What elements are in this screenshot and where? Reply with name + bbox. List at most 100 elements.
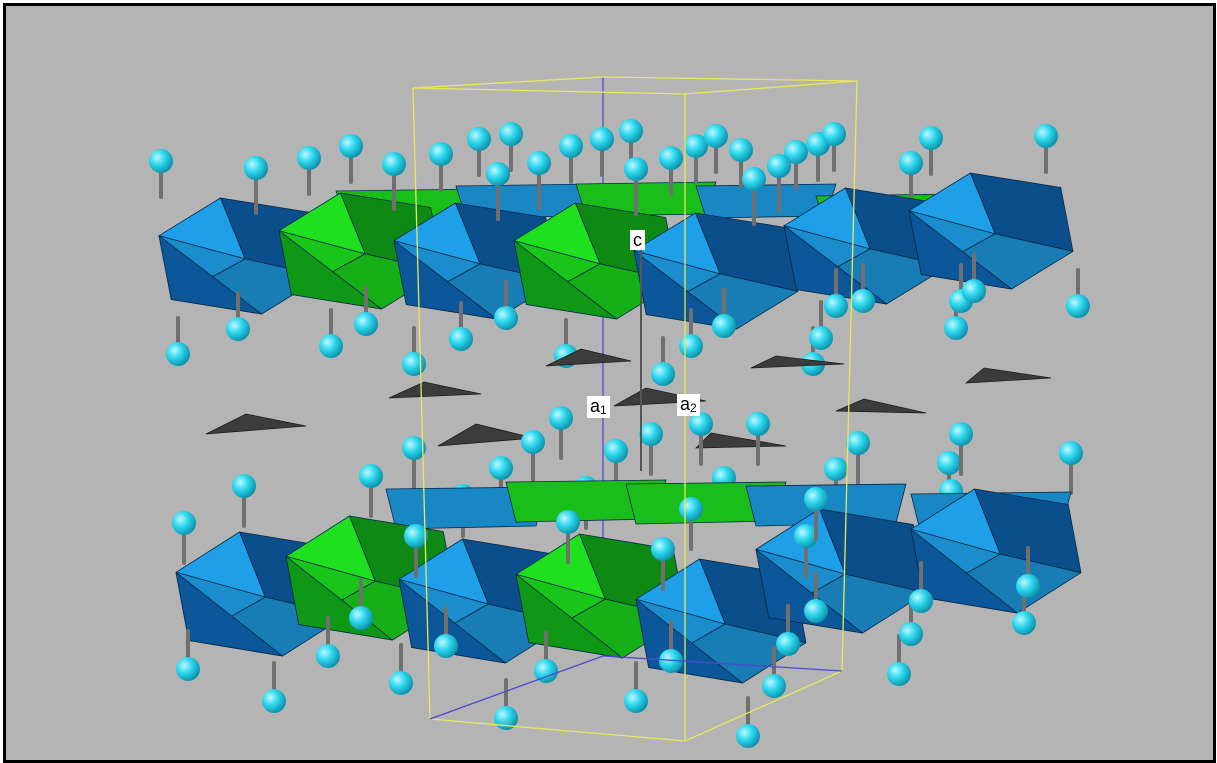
hydroxyl-sphere	[804, 487, 828, 511]
hydroxyl-sphere	[166, 342, 190, 366]
hydroxyl-sphere	[822, 122, 846, 146]
anion-triangle	[835, 398, 927, 414]
hydroxyl-sphere	[809, 326, 833, 350]
hydroxyl-sphere	[467, 127, 491, 151]
hydroxyl-sphere	[909, 589, 933, 613]
anion-triangle	[964, 367, 1052, 384]
hydroxyl-sphere	[339, 134, 363, 158]
hydroxyl-sphere	[736, 724, 760, 748]
hydroxyl-sphere	[949, 422, 973, 446]
hydroxyl-sphere	[486, 162, 510, 186]
hydroxyl-sphere	[679, 497, 703, 521]
hydroxyl-sphere	[746, 412, 770, 436]
hydroxyl-sphere	[521, 430, 545, 454]
hydroxyl-sphere	[944, 316, 968, 340]
hydroxyl-sphere	[651, 537, 675, 561]
hydroxyl-sphere	[659, 649, 683, 673]
hydroxyl-sphere	[429, 142, 453, 166]
hydroxyl-sphere	[679, 334, 703, 358]
hydroxyl-sphere	[846, 431, 870, 455]
hydroxyl-sphere	[262, 689, 286, 713]
hydroxyl-sphere	[824, 457, 848, 481]
hydroxyl-sphere	[1059, 441, 1083, 465]
hydroxyl-sphere	[494, 306, 518, 330]
hydroxyl-sphere	[534, 659, 558, 683]
anion-triangle	[205, 413, 307, 435]
hydroxyl-sphere	[767, 154, 791, 178]
hydroxyl-sphere	[434, 634, 458, 658]
hydroxyl-sphere	[659, 146, 683, 170]
hydroxyl-sphere	[527, 151, 551, 175]
hydroxyl-sphere	[937, 451, 961, 475]
hydroxyl-sphere	[624, 157, 648, 181]
octahedron	[278, 192, 444, 310]
hydroxyl-sphere	[762, 674, 786, 698]
hydroxyl-sphere	[149, 149, 173, 173]
hydroxyl-sphere	[919, 126, 943, 150]
hydroxyl-sphere	[244, 156, 268, 180]
anion-triangle	[437, 423, 535, 447]
hydroxyl-sphere	[354, 312, 378, 336]
hydroxyl-sphere	[590, 127, 614, 151]
hydroxyl-sphere	[359, 464, 383, 488]
hydroxyl-sphere	[1066, 294, 1090, 318]
hydroxyl-sphere	[389, 671, 413, 695]
axis-label-c: c	[630, 230, 645, 250]
hydroxyl-sphere	[404, 524, 428, 548]
hydroxyl-sphere	[232, 474, 256, 498]
hydroxyl-sphere	[319, 334, 343, 358]
hydroxyl-sphere	[297, 146, 321, 170]
hydroxyl-sphere	[742, 167, 766, 191]
hydroxyl-sphere	[449, 327, 473, 351]
hydroxyl-sphere	[689, 412, 713, 436]
hydroxyl-sphere	[556, 510, 580, 534]
crystal-axes-bottom	[429, 655, 843, 720]
hydroxyl-sphere	[619, 119, 643, 143]
hydroxyl-sphere	[604, 439, 628, 463]
hydroxyl-sphere	[776, 632, 800, 656]
hydroxyl-sphere	[226, 317, 250, 341]
hydroxyl-sphere	[549, 406, 573, 430]
axis-label-a2: a2	[677, 394, 700, 416]
hydroxyl-sphere	[489, 456, 513, 480]
hydroxyl-sphere	[899, 622, 923, 646]
hydroxyl-sphere	[494, 706, 518, 730]
hydroxyl-sphere	[1034, 124, 1058, 148]
hydroxyl-sphere	[349, 606, 373, 630]
hydroxyl-sphere	[712, 314, 736, 338]
hydroxyl-sphere	[1012, 611, 1036, 635]
anion-triangle	[545, 348, 632, 367]
hydroxyl-sphere	[559, 134, 583, 158]
hydroxyl-sphere	[824, 294, 848, 318]
hydroxyl-sphere	[784, 140, 808, 164]
crystal-structure-diagram	[149, 76, 1090, 748]
structure-view: c a1 a2	[3, 3, 1216, 763]
hydroxyl-sphere	[172, 511, 196, 535]
anion-triangle	[695, 432, 787, 449]
hydroxyl-sphere	[851, 289, 875, 313]
hydroxyl-sphere	[651, 362, 675, 386]
interlayer-anion-groups	[205, 348, 1052, 449]
octahedron	[393, 202, 559, 320]
hydroxyl-sphere	[402, 436, 426, 460]
unit-cell-front	[412, 80, 858, 742]
hydroxyl-sphere	[499, 122, 523, 146]
octahedron	[908, 172, 1074, 290]
hydroxyl-sphere	[624, 689, 648, 713]
octahedron	[910, 488, 1082, 614]
hydroxyl-sphere	[794, 524, 818, 548]
hydroxyl-sphere	[729, 138, 753, 162]
hydroxyl-sphere	[704, 124, 728, 148]
anion-triangle	[750, 355, 845, 369]
octahedron	[755, 508, 927, 634]
hydroxyl-sphere	[176, 657, 200, 681]
upper-octahedral-layer	[149, 119, 1090, 386]
hydroxyl-sphere	[684, 134, 708, 158]
octahedron-back	[385, 486, 547, 530]
anion-triangle	[388, 381, 482, 399]
hydroxyl-sphere	[962, 279, 986, 303]
hydroxyl-sphere	[402, 352, 426, 376]
axis-label-a1: a1	[587, 396, 610, 418]
lower-octahedral-layer	[172, 406, 1083, 748]
hydroxyl-sphere	[1016, 574, 1040, 598]
